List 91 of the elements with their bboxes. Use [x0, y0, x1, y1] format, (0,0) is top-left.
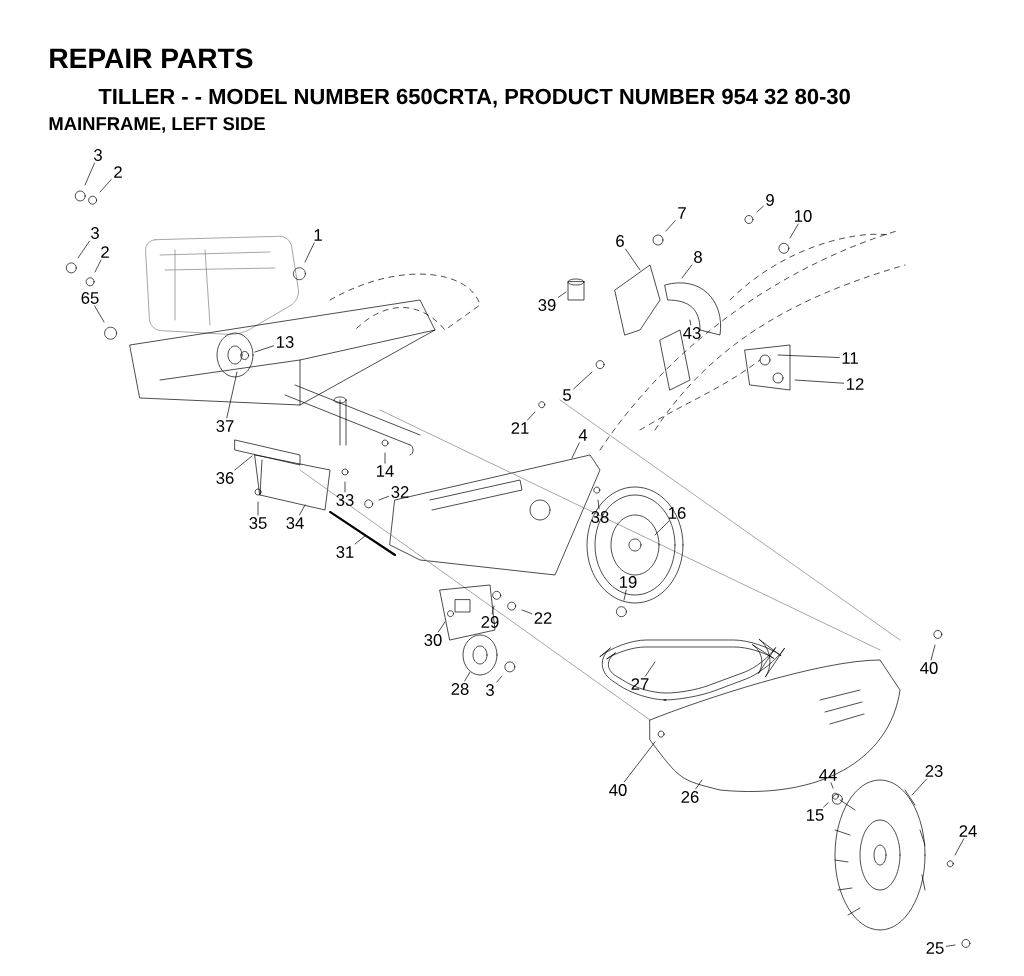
callout-number: 16	[669, 507, 686, 519]
callout-number: 3	[94, 149, 102, 161]
callout-number: 2	[101, 246, 109, 258]
leader-line	[558, 291, 567, 298]
leader-line	[234, 455, 253, 471]
callout-number: 9	[766, 194, 774, 206]
leader-line	[823, 802, 829, 808]
callout-number: 32	[391, 486, 409, 498]
leader-line	[438, 621, 446, 633]
leader-line	[378, 495, 389, 501]
leader-line	[84, 162, 95, 186]
callout-number: 19	[620, 576, 637, 588]
callout-number: 21	[511, 422, 529, 434]
callout-number: 27	[631, 678, 649, 690]
title: REPAIR PARTS	[50, 48, 253, 69]
callout-number: 3	[486, 684, 494, 696]
callout-number: 31	[336, 546, 354, 558]
leader-line	[911, 778, 927, 796]
leader-line	[496, 675, 503, 683]
callout-number: 2	[114, 166, 122, 178]
leader-line	[257, 501, 259, 516]
callout-number: 24	[959, 825, 977, 837]
leader-line	[226, 371, 238, 419]
leader-line	[645, 661, 656, 677]
leader-line	[695, 779, 703, 790]
subtitle: MAINFRAME, LEFT SIDE	[49, 117, 265, 133]
leader-line	[777, 354, 840, 358]
leader-line	[491, 605, 495, 615]
callout-number: 28	[451, 683, 469, 695]
leader-line	[94, 259, 102, 273]
leader-line	[99, 179, 112, 193]
leader-line	[573, 371, 593, 390]
leader-line	[384, 452, 386, 464]
leader-line	[304, 242, 315, 263]
callout-number: 1	[314, 229, 322, 241]
callout-number: 15	[807, 809, 824, 821]
callout-number: 36	[216, 472, 234, 484]
callout-number: 65	[81, 292, 99, 304]
leader-line	[625, 248, 641, 271]
callout-number: 10	[795, 210, 812, 222]
leader-line	[94, 305, 105, 323]
leader-line	[946, 944, 956, 947]
leader-line	[654, 520, 670, 536]
callout-number: 23	[925, 765, 943, 777]
callout-number: 4	[578, 429, 588, 441]
leader-line	[254, 345, 274, 353]
leader-line	[689, 319, 692, 326]
leader-line	[830, 782, 834, 789]
leader-line	[354, 535, 366, 545]
callout-number: 43	[683, 327, 701, 339]
leader-line	[794, 379, 844, 384]
callout-number: 6	[616, 235, 624, 247]
callout-number: 22	[534, 612, 552, 624]
leader-line	[527, 411, 536, 421]
callout-number: 13	[277, 336, 294, 348]
callout-number: 29	[481, 616, 499, 628]
subtitle: TILLER - - MODEL NUMBER 650CRTA, PRODUCT NUMBER 954 32 80-30	[98, 88, 850, 108]
callout-number: 25	[926, 942, 944, 954]
leader-line	[623, 589, 627, 601]
callout-number: 5	[563, 389, 571, 401]
leader-line	[954, 838, 965, 856]
callout-number: 40	[609, 784, 627, 796]
leader-line	[665, 220, 676, 232]
callout-number: 44	[819, 769, 837, 781]
callout-number: 8	[694, 251, 702, 263]
callout-number: 40	[920, 662, 938, 674]
leader-line	[464, 671, 471, 682]
callout-number: 14	[377, 465, 394, 477]
leader-line	[299, 504, 306, 516]
leader-line	[77, 240, 90, 259]
callout-number: 7	[678, 207, 686, 219]
callout-number: 3	[91, 227, 99, 239]
leader-line	[571, 442, 580, 459]
leader-line	[623, 741, 656, 783]
leader-line	[521, 609, 532, 614]
callout-number: 35	[249, 517, 267, 529]
callout-number: 33	[336, 494, 354, 506]
callout-number: 11	[842, 352, 858, 364]
leader-line	[789, 223, 799, 239]
leader-line	[344, 481, 346, 493]
leader-line	[756, 205, 764, 213]
callout-number: 12	[847, 378, 864, 390]
leader-line	[681, 264, 693, 279]
callout-number: 39	[538, 299, 556, 311]
callout-number: 38	[591, 511, 609, 523]
callout-number: 37	[216, 420, 234, 432]
callout-number: 26	[681, 791, 699, 803]
leader-line	[930, 644, 936, 661]
leader-line	[597, 499, 600, 510]
callout-number: 30	[424, 634, 442, 646]
callout-number: 34	[286, 517, 304, 529]
